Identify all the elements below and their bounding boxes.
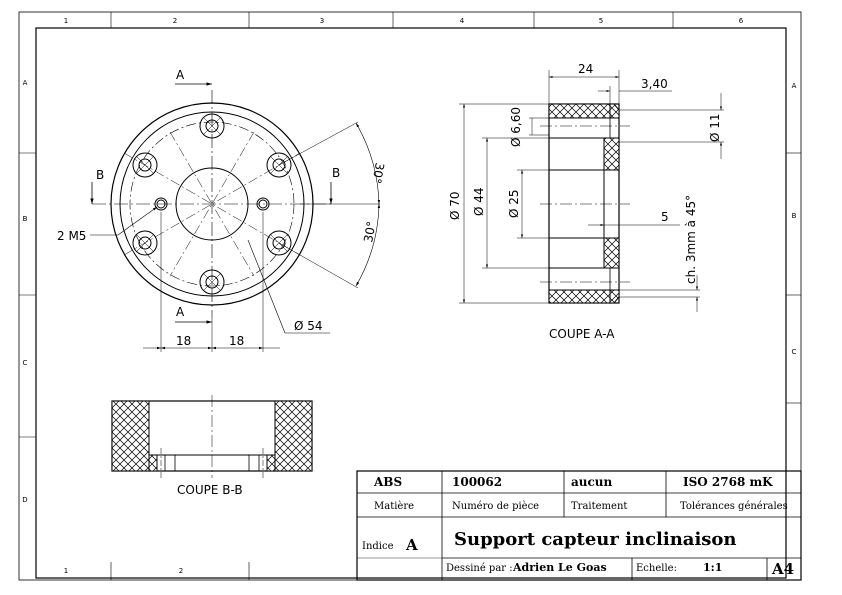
zone-col-5: 5 [599,17,603,25]
dia-6-60: Ø 6,60 [509,107,523,147]
scale-label: Echelle: [636,563,677,574]
material-label: Matière [374,501,414,512]
zone-col-1: 1 [64,17,68,25]
section-bb-view [111,395,313,478]
bore-circle [175,167,249,241]
scale-value: 1:1 [703,561,722,574]
sheet-border [18,11,802,581]
front-view-labels: A A B B 2 M5 30° 30° Ø 54 18 18 [57,68,387,348]
counterbore-holes [132,113,292,295]
zone-col-6: 6 [739,17,744,25]
section-bb-title: COUPE B-B [177,483,243,497]
zone-col-bottom-1: 1 [64,567,68,575]
section-aa-title: COUPE A-A [549,327,615,341]
tolerances-label: Tolérances générales [680,501,788,512]
zone-labels: 1 2 3 4 5 6 1 2 A B C D A B C [22,17,796,575]
title-block [356,470,802,581]
section-b-label-right: B [332,166,340,180]
zone-row-c-right: C [792,348,797,356]
zone-col-4: 4 [460,17,465,25]
section-b-label-left: B [96,168,104,182]
drawing-title: Support capteur inclinaison [454,529,737,550]
dia-11: Ø 11 [708,113,722,142]
angle-bottom-label: 30° [361,220,378,243]
tolerances-value: ISO 2768 mK [683,475,773,489]
zone-col-3: 3 [320,17,324,25]
part-number-value: 100062 [452,475,502,489]
zone-col-bottom-2: 2 [179,567,183,575]
chamfer-callout: ch. 3mm à 45° [684,195,698,284]
zone-row-c-left: C [23,359,28,367]
drawn-by-value: Adrien Le Goas [512,561,607,574]
zone-row-b-left: B [23,215,28,223]
dia-44: Ø 44 [472,187,486,216]
dim-5: 5 [661,210,669,224]
section-aa-labels: 24 3,40 Ø 11 Ø 6,60 Ø 70 Ø 44 Ø 25 5 ch.… [448,62,722,341]
dim-18-left: 18 [176,334,191,348]
zone-row-a-left: A [23,79,28,87]
zone-row-a-right: A [792,82,797,90]
treatment-value: aucun [571,475,613,489]
dia-25: Ø 25 [507,189,521,218]
thread-callout: 2 M5 [57,229,86,243]
index-value: A [405,536,418,554]
section-a-label-top: A [176,68,185,82]
section-a-label-bottom: A [176,305,185,319]
angle-top-label: 30° [369,161,386,184]
zone-row-b-right: B [792,212,797,220]
format-value: A4 [771,560,794,578]
treatment-label: Traitement [571,501,627,512]
dia-54-label: Ø 54 [294,319,323,333]
section-aa-view [459,70,724,312]
front-view [90,82,381,352]
title-block-text: ABS 100062 aucun ISO 2768 mK Matière Num… [362,475,794,578]
zone-col-2: 2 [173,17,177,25]
zone-row-d-left: D [22,496,27,504]
part-number-label: Numéro de pièce [452,501,539,512]
dim-18-right: 18 [229,334,244,348]
m5-threaded-holes [154,197,270,211]
drawn-by-label: Dessiné par : [446,563,513,574]
material-value: ABS [373,475,402,489]
dim-3-40: 3,40 [641,77,668,91]
dia-70: Ø 70 [448,191,462,220]
dim-24: 24 [578,62,593,76]
index-label: Indice [362,541,394,552]
